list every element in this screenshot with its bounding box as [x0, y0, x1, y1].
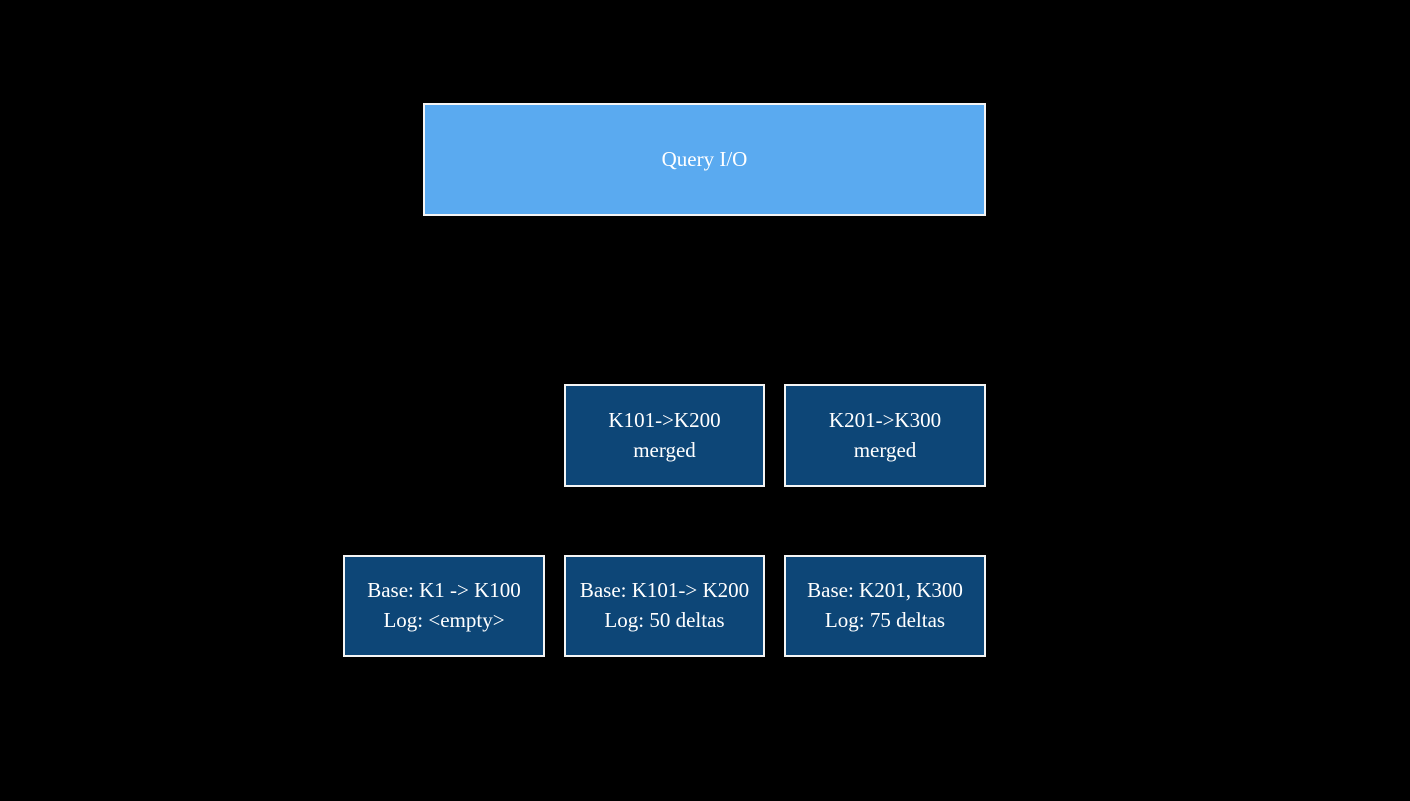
merged-node-k101-k200: K101->K200 merged: [564, 384, 765, 487]
log-status-label: Log: 75 deltas: [824, 608, 946, 632]
query-io-label: Query I/O: [661, 146, 748, 171]
merged-node-range-label: K101->K200: [608, 407, 721, 432]
merged-node-range-label: K201->K300: [828, 407, 942, 432]
log-status-label: Log: <empty>: [383, 608, 505, 632]
base-node-k201-k300: Base: K201, K300 Log: 75 deltas: [784, 555, 986, 657]
merged-node-k201-k300: K201->K300 merged: [784, 384, 986, 487]
base-range-label: Base: K101-> K200: [579, 578, 750, 603]
merged-node-status-label: merged: [633, 437, 696, 462]
merged-node-status-label: merged: [853, 437, 917, 462]
log-status-label: Log: 50 deltas: [604, 608, 725, 632]
base-node-k101-k200: Base: K101-> K200 Log: 50 deltas: [564, 555, 765, 657]
base-node-k1-k100: Base: K1 -> K100 Log: <empty>: [343, 555, 545, 657]
query-io-node: Query I/O: [423, 103, 986, 216]
base-range-label: Base: K1 -> K100: [367, 578, 521, 603]
base-range-label: Base: K201, K300: [807, 578, 963, 603]
